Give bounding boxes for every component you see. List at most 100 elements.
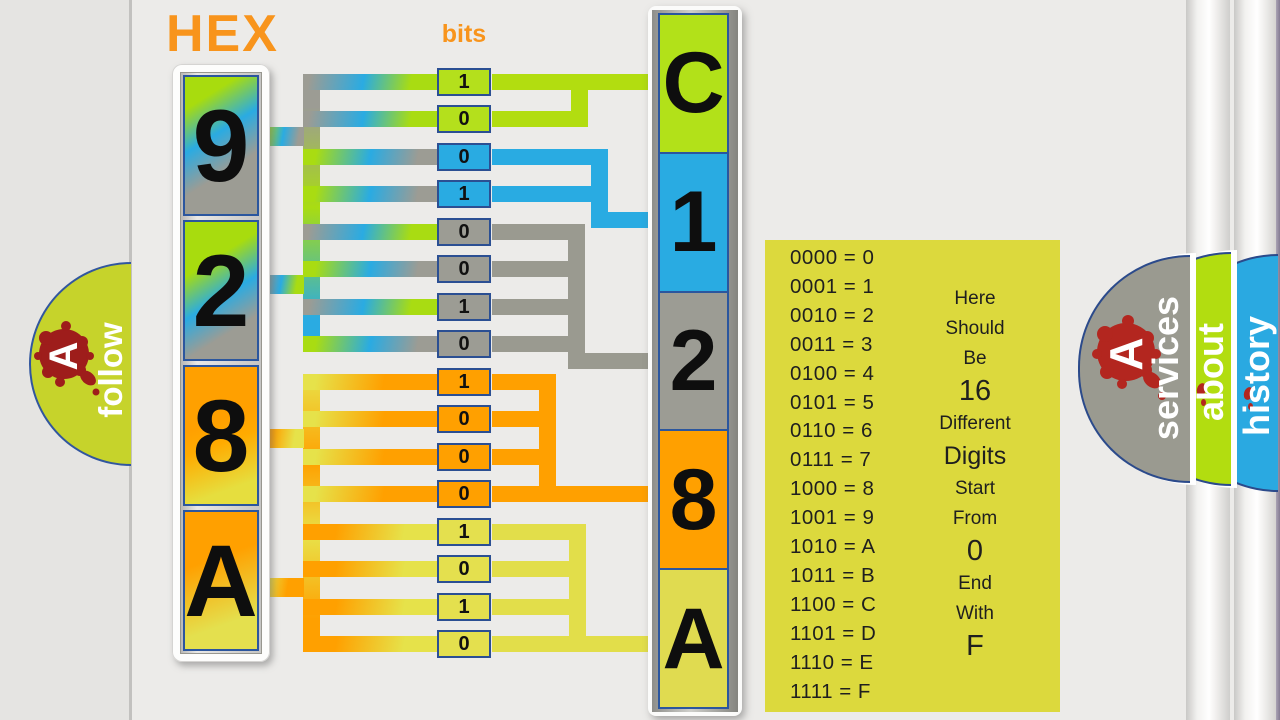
hex-input-column-inner: 9 2 8 A (180, 72, 262, 654)
badge-history-label: history (1236, 315, 1277, 437)
wire-in-bit-11 (303, 449, 437, 465)
table-row: 0011 = 3 (790, 332, 873, 356)
bit-box-1: 1 (437, 68, 491, 96)
bit-box-9: 1 (437, 368, 491, 396)
bit-value: 1 (458, 595, 470, 618)
conversion-table-panel: 0000 = 0 0001 = 1 0010 = 2 0011 = 3 0100… (765, 240, 1060, 712)
wire-stub-digit-9 (262, 127, 304, 146)
bit-value: 0 (458, 220, 470, 243)
bit-box-3: 0 (437, 143, 491, 171)
bit-box-11: 0 (437, 443, 491, 471)
output-digit-a: A (658, 568, 729, 709)
bit-value: 0 (458, 107, 470, 130)
wire-join-2 (568, 224, 585, 369)
bit-box-13: 1 (437, 518, 491, 546)
wire-in-bit-2 (303, 111, 437, 127)
logo-letter: A (42, 342, 86, 371)
bit-box-10: 0 (437, 405, 491, 433)
note-line: Should (945, 318, 1005, 339)
wire-stub-digit-a (262, 578, 304, 597)
note-line: F (966, 630, 984, 662)
output-digit-1: 1 (658, 151, 729, 293)
wire-in-bit-15 (303, 599, 437, 615)
note-line: Be (963, 348, 987, 369)
wire-in-bit-4 (303, 186, 437, 202)
bit-value: 0 (458, 482, 470, 505)
output-code-column-inner: C 1 2 8 A (652, 10, 738, 712)
wire-in-bit-12 (303, 486, 437, 502)
wire-in-bit-8 (303, 336, 437, 352)
table-row: 1101 = D (790, 621, 877, 645)
badge-services-label: services (1145, 295, 1186, 441)
output-digit-2: 2 (658, 290, 729, 432)
bit-box-14: 0 (437, 555, 491, 583)
badge-follow-label: follow (92, 322, 129, 418)
bit-box-5: 0 (437, 218, 491, 246)
table-row: 1001 = 9 (790, 506, 875, 530)
note-line: End (958, 573, 992, 594)
right-edge-strip (1276, 0, 1280, 720)
output-digit-c: C (658, 13, 729, 154)
bit-box-7: 1 (437, 293, 491, 321)
table-row: 1011 = B (790, 563, 876, 587)
wire-to-digit-8 (492, 486, 650, 502)
wire-out-bit-2 (492, 111, 588, 127)
wire-out-bit-7 (492, 299, 585, 315)
bit-box-2: 0 (437, 105, 491, 133)
binary-to-hex-list: 0000 = 0 0001 = 1 0010 = 2 0011 = 3 0100… (790, 244, 876, 707)
table-row: 1010 = A (790, 535, 876, 559)
table-row: 0001 = 1 (790, 274, 875, 298)
bit-value: 0 (458, 632, 470, 655)
bit-box-12: 0 (437, 480, 491, 508)
splat-drip (1248, 403, 1253, 410)
wire-join-c (571, 74, 588, 127)
bit-value: 0 (458, 257, 470, 280)
wire-stub-digit-2 (262, 275, 304, 294)
bit-value: 0 (458, 145, 470, 168)
note-line: Different (939, 413, 1011, 434)
wire-out-bit-8 (492, 336, 585, 352)
wire-out-bit-13 (492, 524, 586, 540)
bit-box-4: 1 (437, 180, 491, 208)
channel-logo-splat: A (34, 321, 100, 396)
wire-out-bit-3 (492, 149, 608, 165)
wire-in-bit-5 (303, 224, 437, 240)
bit-box-15: 1 (437, 593, 491, 621)
note-line: With (956, 603, 994, 624)
note-line: 0 (966, 535, 984, 567)
table-row: 0010 = 2 (790, 303, 875, 327)
hex-digit-8: 8 (183, 365, 259, 506)
bit-value: 1 (458, 295, 470, 318)
hex-input-column: 9 2 8 A (172, 64, 270, 662)
table-row: 1100 = C (790, 592, 877, 616)
bit-value: 1 (458, 520, 470, 543)
bit-value: 1 (458, 182, 470, 205)
wire-to-digit-a (492, 636, 650, 652)
wire-join-a (569, 524, 586, 652)
wire-out-bit-5 (492, 224, 585, 240)
note-text: Here Should Be 16 Different Digits Start… (893, 284, 1057, 664)
bit-value: 1 (458, 370, 470, 393)
wire-in-bit-10 (303, 411, 437, 427)
table-row: 0100 = 4 (790, 361, 875, 385)
hex-digit-a: A (183, 510, 259, 651)
wire-out-bit-6 (492, 261, 585, 277)
bit-value: 0 (458, 407, 470, 430)
badge-about-label: about (1190, 323, 1231, 421)
wire-in-bit-14 (303, 561, 437, 577)
wire-in-bit-7 (303, 299, 437, 315)
bit-value: 1 (458, 70, 470, 93)
hex-digit-9: 9 (183, 75, 259, 216)
note-line: Start (954, 478, 996, 499)
wire-to-digit-1 (591, 212, 650, 228)
hex-digit-2: 2 (183, 220, 259, 361)
bits-column-label: bits (441, 20, 487, 48)
wire-out-bit-15 (492, 599, 586, 615)
splat-drip (1201, 399, 1206, 406)
table-row: 0111 = 7 (790, 448, 872, 472)
channel-logo-splat: A (1092, 315, 1166, 400)
wire-in-bit-13 (303, 524, 437, 540)
wire-out-bit-14 (492, 561, 586, 577)
bit-box-6: 0 (437, 255, 491, 283)
bit-value: 0 (458, 445, 470, 468)
